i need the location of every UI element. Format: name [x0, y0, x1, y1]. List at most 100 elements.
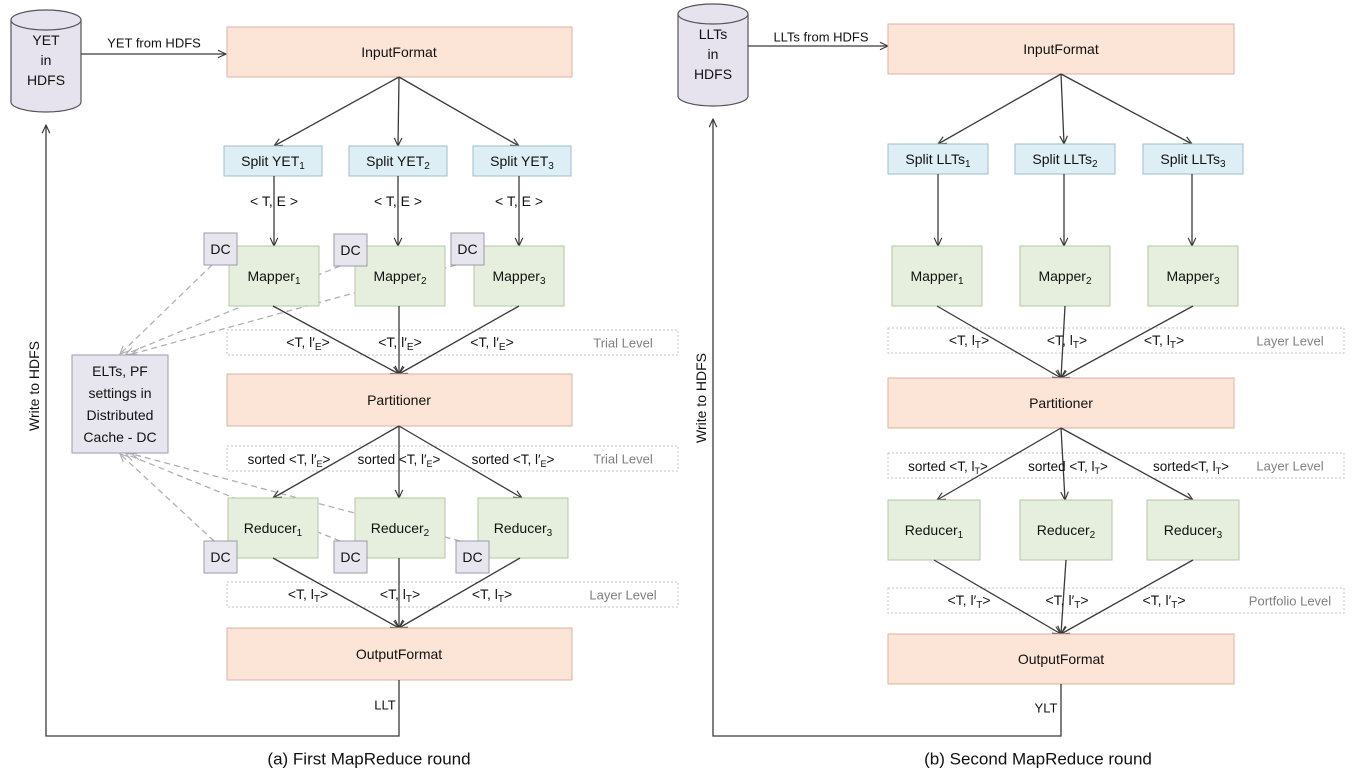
mapper-box: [473, 245, 565, 307]
reduce-level-label: Portfolio Level: [1249, 594, 1331, 609]
write-label: Write to HDFS: [693, 353, 709, 443]
split-box: [223, 145, 323, 177]
split-label: Split LLTs1: [905, 151, 971, 170]
sorted-level-label: Layer Level: [1256, 459, 1323, 474]
sorted-edge-label: sorted <T, l′E>: [358, 452, 441, 470]
split-box: [887, 143, 989, 175]
map-level-label: Layer Level: [1256, 334, 1323, 349]
cache-box-line: settings in: [88, 385, 151, 401]
cylinder-top: [10, 9, 82, 31]
split-label: Split LLTs2: [1032, 151, 1098, 170]
dc-label: DC: [210, 549, 230, 565]
dc-box: [455, 540, 490, 574]
cylinder-body: [10, 20, 82, 113]
split-label: Split YET3: [490, 153, 554, 172]
store-label: in: [708, 46, 719, 62]
dc-box: [333, 233, 368, 267]
cache-link: [120, 264, 213, 354]
dc-label: DC: [457, 241, 477, 257]
reducer-to-output-arrow: [1061, 559, 1194, 634]
sorted-edge-label: sorted <T, lT>: [1028, 459, 1108, 477]
reducer-box: [887, 499, 981, 561]
map-edge-label: <T, lT>: [949, 332, 989, 351]
mapper-to-partitioner-arrow: [399, 305, 520, 374]
store-label: YET: [32, 32, 60, 48]
partitioner-to-reducer-arrow: [1061, 427, 1065, 500]
cylinder-top: [677, 3, 749, 25]
partitioner-label: Partitioner: [1029, 395, 1093, 411]
cache-link: [132, 264, 457, 354]
mapper-label: Mapper1: [247, 268, 300, 287]
input-to-split-arrow: [274, 76, 400, 146]
dc-box: [203, 232, 238, 266]
write-label: Write to HDFS: [26, 341, 42, 431]
dc-box: [450, 232, 485, 266]
split-box: [1014, 143, 1116, 175]
partitioner-label: Partitioner: [367, 392, 431, 408]
store-label: HDFS: [27, 72, 65, 88]
output-format-label: OutputFormat: [1018, 651, 1104, 667]
map-edge-label: <T, l′E>: [378, 334, 422, 353]
reduce-level-band: [887, 587, 1345, 614]
sorted-edge-label: sorted <T, lT>: [908, 459, 988, 477]
mapper-to-partitioner-arrow: [1061, 305, 1194, 378]
input-to-split-arrow: [938, 73, 1062, 144]
mapper-label: Mapper2: [1038, 268, 1091, 287]
caption-b: (b) Second MapReduce round: [924, 750, 1152, 769]
output-format-label: OutputFormat: [356, 646, 442, 662]
input-to-split-arrow: [398, 76, 399, 146]
cache-box-line: ELTs, PF: [92, 363, 148, 379]
split-box: [472, 145, 572, 177]
split-edge-label: < T, E >: [374, 193, 422, 209]
mapper-label: Mapper1: [910, 268, 963, 287]
mapper-box: [891, 245, 983, 307]
reducer-box: [227, 497, 319, 559]
map-level-band: [887, 327, 1345, 354]
sorted-level-band: [887, 452, 1345, 479]
reducer-to-output-arrow: [272, 557, 399, 628]
map-level-label: Trial Level: [593, 336, 653, 351]
cache-link: [120, 454, 215, 542]
reducer-box: [1019, 499, 1113, 561]
cache-box: [71, 354, 169, 454]
dc-box: [203, 540, 238, 574]
reducer-label: Reducer2: [1037, 522, 1096, 541]
reduce-edge-label: <T, l′T>: [1143, 592, 1186, 611]
split-label: Split LLTs3: [1160, 151, 1226, 170]
mapper-box: [1019, 245, 1111, 307]
reduce-edge-label: <T, lT>: [380, 586, 420, 605]
map-edge-label: <T, l′E>: [470, 334, 514, 353]
partitioner-box: [226, 373, 573, 427]
from-hdfs-label: YET from HDFS: [107, 36, 201, 51]
map-level-band: [226, 329, 679, 356]
reduce-edge-label: <T, l′T>: [1046, 592, 1089, 611]
cache-link: [132, 454, 461, 542]
split-label: Split YET1: [241, 153, 305, 172]
mapper-to-partitioner-arrow: [272, 305, 399, 374]
partitioner-box: [887, 377, 1235, 429]
store-label: in: [41, 52, 52, 68]
partitioner-to-reducer-arrow: [273, 425, 400, 498]
reducer-label: Reducer1: [244, 520, 303, 539]
output-format-box: [226, 627, 573, 681]
dc-box: [333, 540, 368, 574]
output-label: LLT: [374, 698, 395, 713]
sorted-level-band: [226, 445, 679, 472]
reducer-label: Reducer3: [494, 520, 553, 539]
dc-label: DC: [340, 242, 360, 258]
cache-link: [126, 265, 341, 354]
input-format-label: InputFormat: [361, 44, 437, 60]
output-label: YLT: [1035, 701, 1058, 716]
output-format-box: [887, 633, 1235, 685]
sorted-edge-label: sorted <T, l′E>: [472, 452, 555, 470]
partitioner-to-reducer-arrow: [1060, 427, 1193, 500]
caption-a: (a) First MapReduce round: [267, 750, 470, 769]
input-to-split-arrow: [398, 76, 519, 146]
partitioner-to-reducer-arrow: [937, 427, 1062, 500]
map-edge-label: <T, lT>: [1047, 332, 1087, 351]
store-label: HDFS: [694, 66, 732, 82]
cylinder-body: [677, 14, 749, 107]
mapper-to-partitioner-arrow: [1061, 305, 1065, 378]
